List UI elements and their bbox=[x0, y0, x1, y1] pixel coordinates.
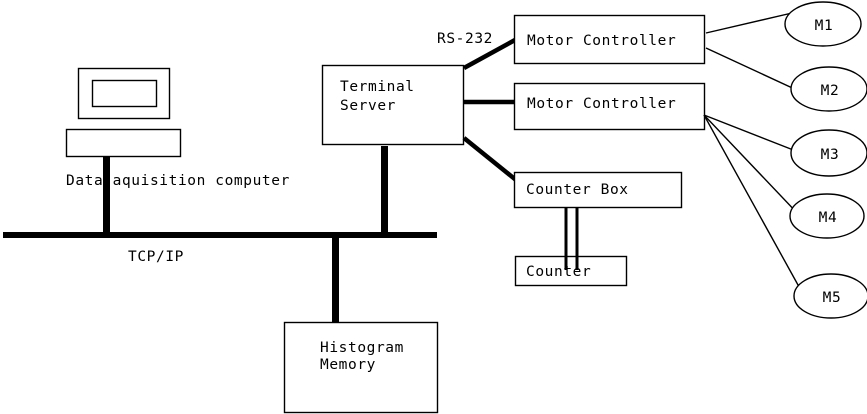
motor-m5[interactable]: M5 bbox=[793, 273, 867, 319]
motor-controller-2-label: Motor Controller bbox=[527, 96, 676, 112]
cable-motor-controller-1-to-m1 bbox=[705, 12, 793, 34]
counter-node[interactable]: Counter bbox=[514, 255, 628, 287]
motor-m4-ellipse bbox=[789, 193, 865, 239]
link-terminal-server-to-motor-controller-1 bbox=[462, 38, 517, 70]
data-acquisition-computer-label: Data aquisition computer bbox=[66, 173, 290, 189]
motor-controller-2-box bbox=[513, 82, 706, 131]
terminal-server-label-line2: Server bbox=[340, 98, 396, 114]
histogram-memory-label-line1: Histogram bbox=[320, 340, 404, 356]
cable-motor-controller-2-to-m3 bbox=[703, 114, 802, 154]
motor-m3-ellipse bbox=[790, 129, 867, 177]
motor-m4-label: M4 bbox=[819, 210, 838, 226]
histogram-memory-box bbox=[283, 321, 439, 414]
computer-chassis bbox=[65, 128, 182, 158]
motor-m3[interactable]: M3 bbox=[790, 129, 867, 177]
motor-controller-2-node[interactable]: Motor Controller bbox=[513, 82, 706, 131]
motor-cables-group bbox=[703, 12, 804, 295]
motor-m2[interactable]: M2 bbox=[790, 66, 867, 112]
counter-box-rect bbox=[513, 171, 683, 209]
counter-box-label: Counter Box bbox=[526, 182, 629, 198]
cable-motor-controller-2-to-m5 bbox=[703, 114, 804, 295]
cable-motor-controller-1-to-m2 bbox=[705, 47, 802, 93]
rs232-label: RS-232 bbox=[437, 31, 493, 47]
motor-m1-label: M1 bbox=[815, 18, 834, 34]
terminal-server-label-line1: Terminal bbox=[340, 79, 415, 95]
histogram-memory-node[interactable]: Histogram Memory bbox=[283, 321, 439, 414]
terminal-server-box bbox=[321, 64, 465, 146]
motor-m5-label: M5 bbox=[823, 290, 842, 306]
link-terminal-server-to-counter-box bbox=[462, 136, 518, 182]
terminal-server-node[interactable]: Terminal Server bbox=[321, 64, 465, 146]
tcpip-bus-group: TCP/IP bbox=[3, 146, 437, 323]
motor-controller-1-node[interactable]: Motor Controller bbox=[513, 14, 706, 65]
motor-m1-ellipse bbox=[784, 1, 862, 47]
cable-motor-controller-2-to-m4 bbox=[703, 114, 801, 217]
motor-m4[interactable]: M4 bbox=[789, 193, 865, 239]
motor-controller-1-label: Motor Controller bbox=[527, 33, 676, 49]
data-acquisition-computer[interactable]: Data aquisition computer bbox=[65, 67, 290, 190]
rs232-links-group: RS-232 bbox=[437, 31, 518, 182]
counter-rect bbox=[514, 255, 628, 287]
histogram-memory-label-line2: Memory bbox=[320, 357, 376, 373]
counter-label: Counter bbox=[526, 264, 591, 280]
motor-m1[interactable]: M1 bbox=[784, 1, 862, 47]
motor-m2-ellipse bbox=[790, 66, 867, 112]
counter-ribbon-group bbox=[564, 207, 579, 270]
tcpip-bus-label: TCP/IP bbox=[128, 249, 184, 265]
monitor-screen bbox=[91, 79, 158, 108]
motor-m2-label: M2 bbox=[821, 83, 840, 99]
motor-m5-ellipse bbox=[793, 273, 867, 319]
motor-controller-1-box bbox=[513, 14, 706, 65]
motor-m3-label: M3 bbox=[821, 147, 840, 163]
counter-box-node[interactable]: Counter Box bbox=[513, 171, 683, 209]
